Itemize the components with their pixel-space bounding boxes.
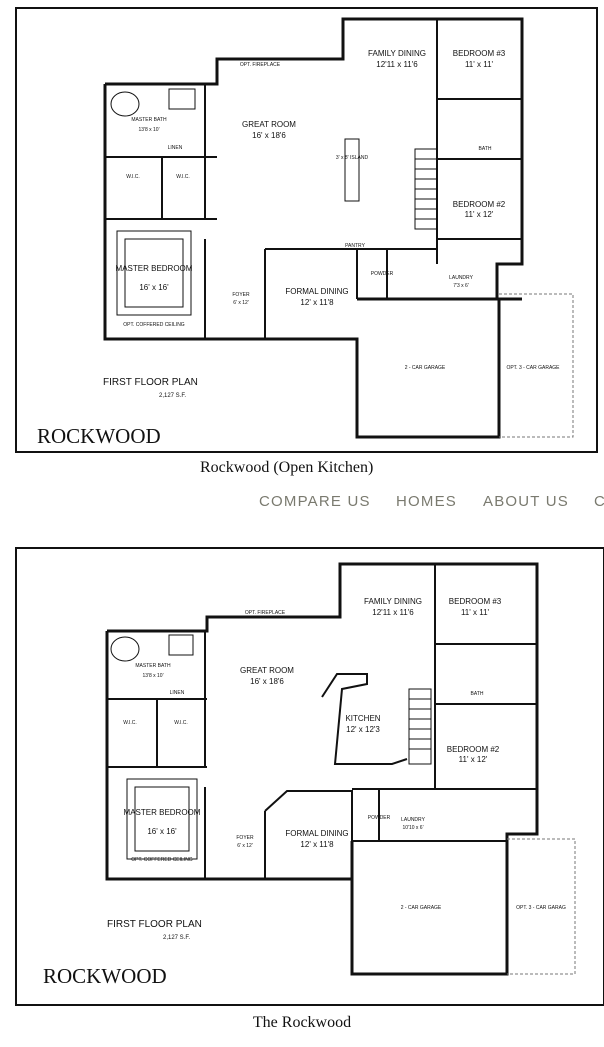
room-dim-master-bath-2: 13'8 x 10': [142, 673, 163, 679]
room-label-laundry: LAUNDRY: [449, 275, 473, 281]
floor-plan-image-open-kitchen: FAMILY DINING 12'11 x 11'6 BEDROOM #3 11…: [15, 7, 598, 453]
nav-contact-truncated[interactable]: C: [594, 493, 604, 510]
room-label-formal-dining-2: FORMAL DINING: [285, 829, 348, 838]
floor-plan-drawing-2: FAMILY DINING 12'11 x 11'6 BEDROOM #3 11…: [43, 562, 576, 988]
floor-plan-image-rockwood: FAMILY DINING 12'11 x 11'6 BEDROOM #3 11…: [15, 547, 604, 1006]
room-dim-foyer: 6' x 12': [233, 300, 249, 306]
coffered-label-2: OPT. COFFERED CEILING: [131, 857, 193, 863]
plan-caption-open-kitchen: Rockwood (Open Kitchen): [200, 459, 374, 476]
room-label-bedroom3-2: BEDROOM #3: [449, 597, 502, 606]
bath-label-2: BATH: [471, 691, 484, 697]
nav-compare-us[interactable]: COMPARE US: [259, 493, 371, 510]
floor-title-2: FIRST FLOOR PLAN: [107, 919, 202, 930]
room-label-bedroom2: BEDROOM #2: [453, 200, 506, 209]
floor-title: FIRST FLOOR PLAN: [103, 377, 198, 388]
wic-label-right: W.I.C.: [176, 174, 190, 180]
plan-name-2: ROCKWOOD: [43, 964, 167, 988]
plan-caption-rockwood: The Rockwood: [252, 1014, 352, 1031]
room-label-powder-2: POWDER: [368, 815, 391, 821]
wic-label-right-2: W.I.C.: [174, 720, 188, 726]
room-dim-laundry: 7'3 x 6': [453, 283, 469, 289]
room-label-opt-garage-2: OPT. 3 - CAR GARAG: [516, 905, 566, 911]
room-dim-master-bath: 13'8 x 10': [138, 127, 159, 133]
wic-label-left: W.I.C.: [126, 174, 140, 180]
room-dim-great-room: 16' x 18'6: [252, 131, 286, 140]
room-label-family-dining: FAMILY DINING: [368, 49, 426, 58]
room-label-great-room: GREAT ROOM: [242, 120, 296, 129]
nav-homes[interactable]: HOMES: [396, 493, 458, 510]
room-dim-laundry-2: 10'10 x 6': [402, 825, 423, 831]
room-label-family-dining-2: FAMILY DINING: [364, 597, 422, 606]
room-label-opt-garage: OPT. 3 - CAR GARAGE: [506, 365, 560, 371]
room-dim-bedroom3: 11' x 11': [465, 60, 494, 69]
room-label-bedroom2-2: BEDROOM #2: [447, 745, 500, 754]
pantry-label: PANTRY: [345, 243, 365, 249]
room-dim-master-bedroom: 16' x 16': [139, 283, 169, 292]
room-label-formal-dining: FORMAL DINING: [285, 287, 348, 296]
bath-label: BATH: [479, 146, 492, 152]
room-dim-bedroom2-2: 11' x 12': [459, 755, 488, 764]
opt-fireplace-label-2: OPT. FIREPLACE: [245, 610, 286, 616]
room-label-master-bath: MASTER BATH: [131, 117, 167, 123]
room-label-bedroom3: BEDROOM #3: [453, 49, 506, 58]
plan-name: ROCKWOOD: [37, 424, 161, 448]
coffered-label: OPT. COFFERED CEILING: [123, 322, 185, 328]
room-dim-bedroom3-2: 11' x 11': [461, 608, 490, 617]
room-label-garage: 2 - CAR GARAGE: [405, 365, 446, 371]
top-nav-bar: COMPARE US HOMES ABOUT US C: [0, 486, 604, 518]
room-dim-bedroom2: 11' x 12': [465, 210, 494, 219]
room-label-master-bath-2: MASTER BATH: [135, 663, 171, 669]
room-dim-formal-dining: 12' x 11'8: [300, 298, 334, 307]
square-footage-2: 2,127 S.F.: [163, 935, 190, 941]
room-dim-family-dining: 12'11 x 11'6: [376, 60, 418, 69]
room-dim-family-dining-2: 12'11 x 11'6: [372, 608, 414, 617]
opt-fireplace-label: OPT. FIREPLACE: [240, 62, 281, 68]
room-dim-formal-dining-2: 12' x 11'8: [300, 840, 334, 849]
room-dim-foyer-2: 6' x 12': [237, 843, 253, 849]
room-label-master-bedroom-2: MASTER BEDROOM: [124, 808, 201, 817]
linen-label-2: LINEN: [170, 690, 185, 696]
wic-label-left-2: W.I.C.: [123, 720, 137, 726]
linen-label: LINEN: [168, 145, 183, 151]
island-label: 3' x 8' ISLAND: [336, 155, 369, 161]
floor-plan-drawing: FAMILY DINING 12'11 x 11'6 BEDROOM #3 11…: [37, 17, 574, 448]
room-label-great-room-2: GREAT ROOM: [240, 666, 294, 675]
room-label-master-bedroom: MASTER BEDROOM: [116, 264, 193, 273]
room-dim-master-bedroom-2: 16' x 16': [147, 827, 177, 836]
room-label-kitchen: KITCHEN: [345, 714, 380, 723]
room-dim-kitchen: 12' x 12'3: [346, 725, 380, 734]
room-label-garage-2: 2 - CAR GARAGE: [401, 905, 442, 911]
square-footage: 2,127 S.F.: [159, 393, 186, 399]
nav-about-us[interactable]: ABOUT US: [483, 493, 570, 510]
room-label-laundry-2: LAUNDRY: [401, 817, 425, 823]
room-label-powder: POWDER: [371, 271, 394, 277]
room-label-foyer: FOYER: [232, 292, 250, 298]
room-label-foyer-2: FOYER: [236, 835, 254, 841]
room-dim-great-room-2: 16' x 18'6: [250, 677, 284, 686]
